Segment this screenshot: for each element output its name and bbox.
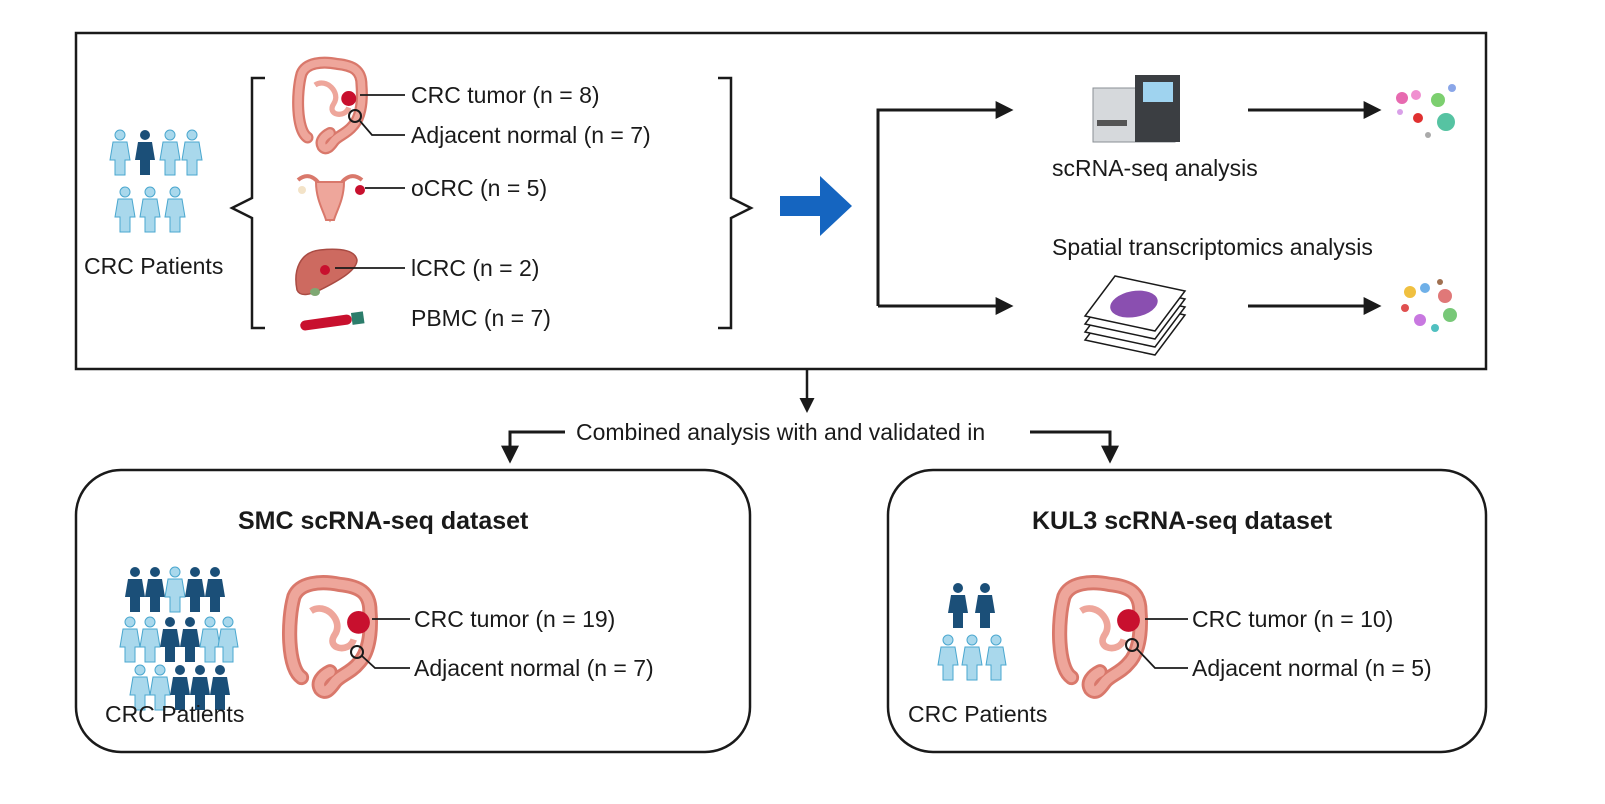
right-connector — [1030, 430, 1119, 464]
sample-label-pbmc: PBMC (n = 7) — [411, 305, 551, 331]
kul3-dataset-frame — [886, 468, 1488, 754]
smc-patients-label: CRC Patients — [105, 701, 245, 727]
umap-icon-2 — [1401, 279, 1457, 332]
right-brace — [718, 76, 754, 330]
umap-icon-1 — [1396, 84, 1456, 138]
kul3-tumor-label: CRC tumor (n = 10) — [1192, 606, 1394, 632]
kul3-normal-label: Adjacent normal (n = 5) — [1192, 655, 1432, 681]
colon-icon-smc — [290, 583, 371, 692]
sequencer-icon — [1092, 75, 1180, 143]
smc-dataset-title: SMC scRNA-seq dataset — [238, 507, 529, 535]
analysis-label-spatial: Spatial transcriptomics analysis — [1052, 234, 1373, 260]
sample-label-ocrc: oCRC (n = 5) — [411, 175, 548, 201]
patients-icon-smc — [119, 566, 239, 711]
colon-icon-top — [298, 63, 362, 149]
sample-label-tumor: CRC tumor (n = 8) — [411, 82, 600, 108]
patients-icon-top — [109, 129, 203, 233]
blood-tube-icon — [300, 311, 365, 331]
sample-label-normal: Adjacent normal (n = 7) — [411, 122, 651, 148]
smc-normal-label: Adjacent normal (n = 7) — [414, 655, 654, 681]
slides-icon — [1083, 275, 1187, 356]
magnifier-icon — [348, 109, 362, 123]
smc-tumor-label: CRC tumor (n = 19) — [414, 606, 616, 632]
colon-icon-kul3 — [1060, 583, 1141, 692]
left-connector — [501, 430, 565, 464]
kul3-dataset-title: KUL3 scRNA-seq dataset — [1032, 507, 1333, 535]
smc-dataset-frame — [74, 468, 752, 754]
top-panel-frame — [74, 31, 1488, 371]
connector-label: Combined analysis with and validated in — [572, 421, 990, 444]
sample-label-lcrc: lCRC (n = 2) — [411, 255, 540, 281]
kul3-patients-label: CRC Patients — [908, 701, 1048, 727]
left-brace — [229, 76, 265, 330]
uterus-icon — [296, 174, 365, 223]
split-connector — [876, 101, 1014, 306]
liver-icon — [295, 248, 358, 296]
patients-icon-kul3 — [937, 583, 1007, 681]
analysis-label-scrna: scRNA-seq analysis — [1052, 155, 1258, 181]
patients-label-top: CRC Patients — [84, 253, 224, 279]
blue-arrow — [780, 176, 852, 236]
